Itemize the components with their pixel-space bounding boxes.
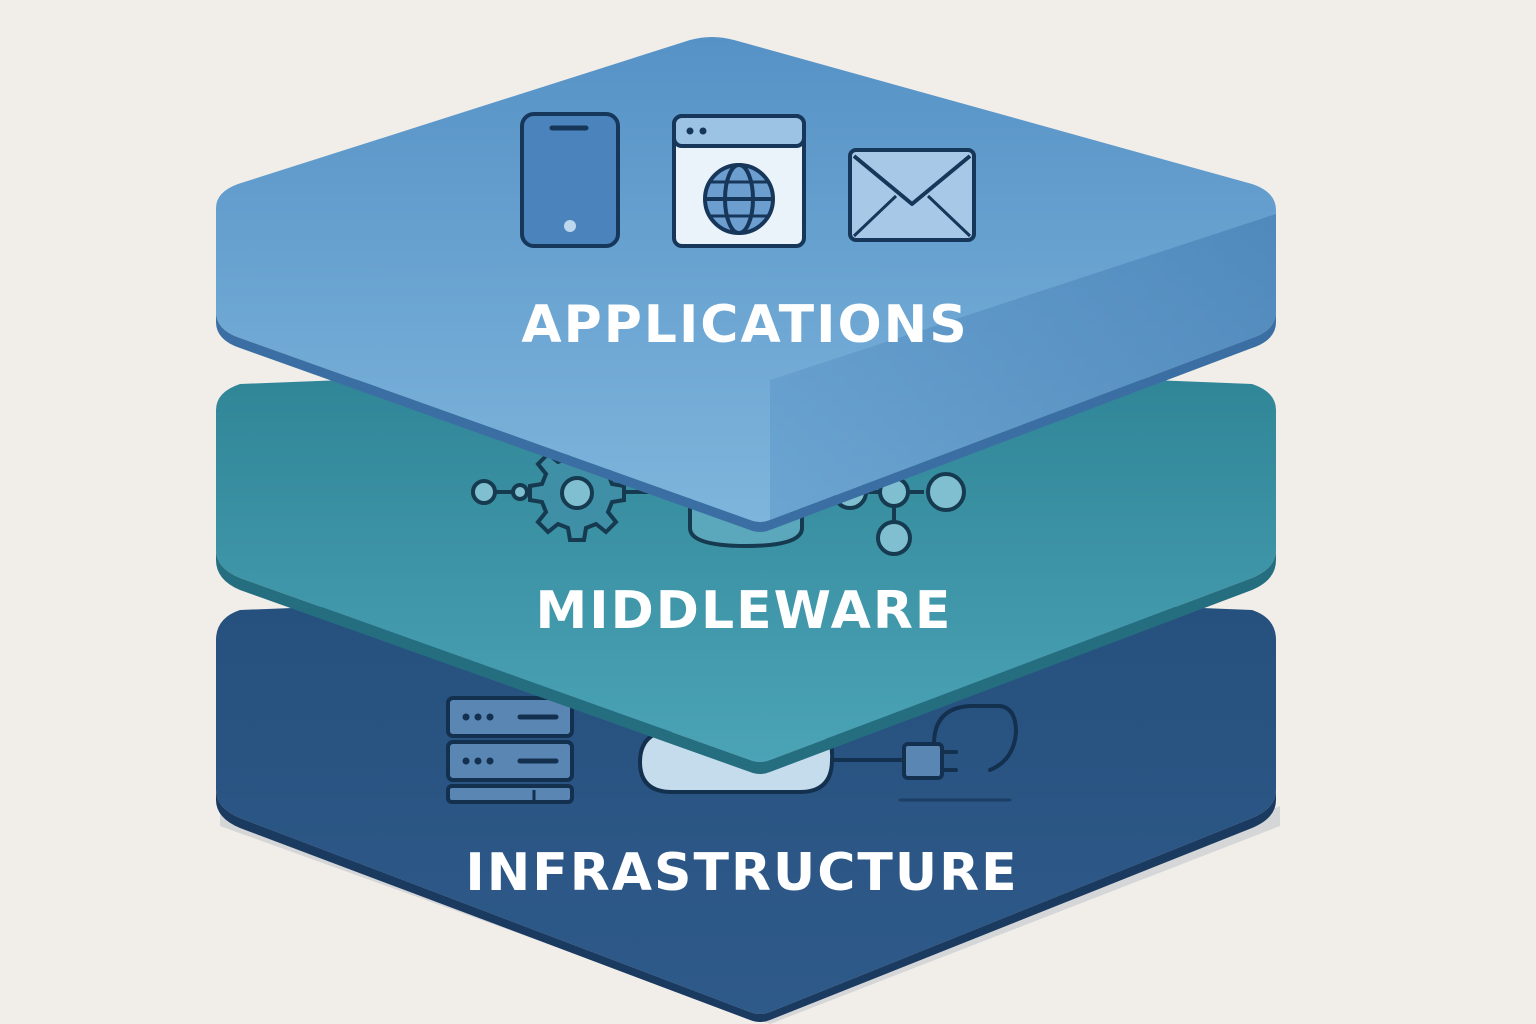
browser-globe-icon [672,114,806,248]
infrastructure-label: INFRASTRUCTURE [465,843,1018,903]
network-plug-icon [830,704,1019,802]
middleware-label: MIDDLEWARE [536,581,953,641]
middleware-slab [216,364,1276,762]
smartphone-icon [520,112,620,248]
applications-slab-right-side [770,214,1276,520]
applications-label: APPLICATIONS [521,295,968,355]
server-rack-icon [446,696,574,804]
envelope-icon [848,148,976,242]
applications-layer: APPLICATIONS [216,37,1276,532]
